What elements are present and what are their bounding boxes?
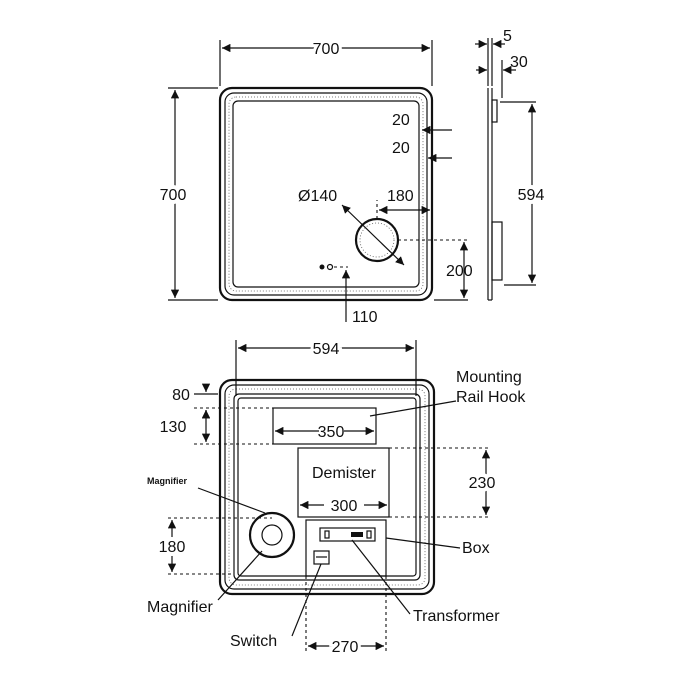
back-led-border-outer — [224, 384, 430, 590]
back-transformer-core — [351, 532, 363, 537]
magnifier-leader — [217, 550, 263, 601]
side-depth-label: 30 — [510, 54, 528, 71]
front-switch-dot — [319, 264, 325, 270]
front-led-border-inner — [232, 100, 420, 288]
magnifier-small-leader — [197, 487, 266, 514]
back-magnifier-height-label: 180 — [159, 539, 186, 556]
back-magnifier-inner — [261, 524, 283, 546]
transformer-leader — [351, 539, 411, 615]
back-led-border-inner — [233, 393, 421, 581]
magnifier-small-label: Magnifier — [147, 476, 188, 486]
demister-height-label: 230 — [469, 475, 496, 492]
front-inset-a-label: 20 — [392, 112, 410, 129]
side-rail-height-label: 594 — [518, 187, 545, 204]
box-leader — [385, 537, 461, 549]
mounting-leader — [369, 400, 457, 417]
front-magnifier-diameter-label: Ø140 — [298, 188, 337, 205]
front-switch-offset-label: 110 — [352, 309, 378, 326]
front-view: 700 700 20 20 Ø140 180 200 110 — [156, 38, 473, 326]
side-box — [491, 221, 503, 281]
front-led-speckle — [228, 96, 424, 292]
back-switch-block — [313, 550, 330, 565]
back-view: 594 350 Mounting Rail Hook 80 130 Demist… — [147, 338, 526, 659]
front-switch-ring — [326, 263, 334, 271]
mounting-label-line1: Mounting — [456, 369, 522, 386]
side-view: 5 30 594 — [475, 28, 548, 301]
back-transformer — [319, 527, 376, 542]
side-top-bracket — [491, 99, 498, 123]
demister-label: Demister — [312, 465, 377, 482]
transformer-label: Transformer — [413, 608, 500, 625]
switch-label: Switch — [230, 633, 277, 650]
back-mirror-outline — [218, 378, 436, 596]
mounting-label-line2: Rail Hook — [456, 389, 526, 406]
demister-width-label: 300 — [331, 498, 358, 515]
front-magnifier-offset-label: 180 — [387, 188, 414, 205]
box-width-label: 270 — [332, 639, 359, 656]
front-inset-b-label: 20 — [392, 140, 410, 157]
back-rail-hook — [272, 407, 377, 445]
back-rail-hook-height-label: 130 — [160, 419, 187, 436]
back-led-speckle — [228, 388, 426, 586]
front-magnifier-diameter-line — [341, 204, 405, 266]
back-rail-width-label: 594 — [313, 341, 340, 358]
front-magnifier-bottom-label: 200 — [446, 263, 473, 280]
front-height-label: 700 — [160, 187, 187, 204]
front-mirror-outline — [218, 86, 434, 302]
magnifier-label: Magnifier — [147, 599, 213, 616]
front-led-border-outer — [224, 92, 428, 296]
back-box — [305, 519, 387, 577]
back-magnifier-outer — [248, 511, 296, 559]
side-thickness-label: 5 — [503, 28, 512, 45]
back-demister — [297, 447, 390, 518]
back-rail-top-label: 80 — [172, 387, 190, 404]
back-rail-hook-width-label: 350 — [318, 424, 345, 441]
front-width-label: 700 — [313, 41, 340, 58]
box-label: Box — [462, 540, 490, 557]
